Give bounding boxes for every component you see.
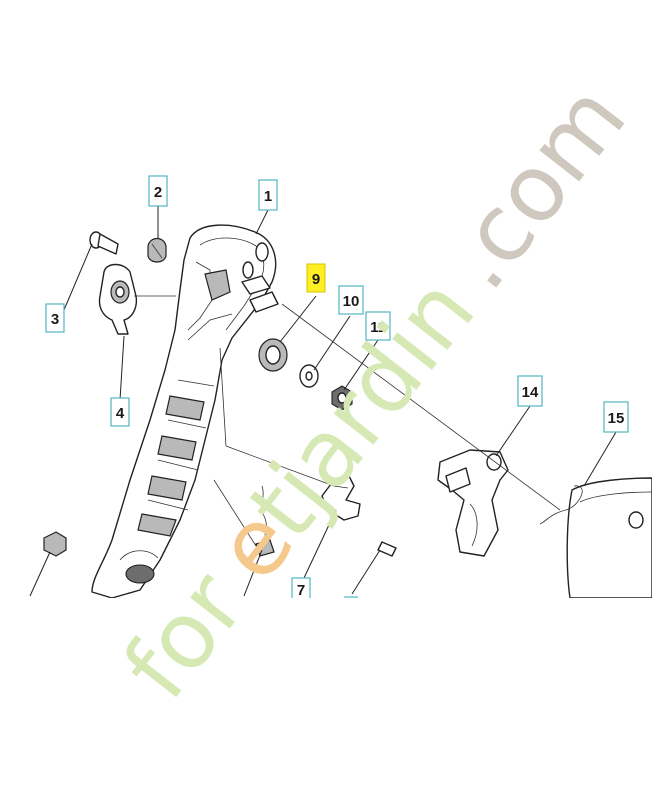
locknut-part-11 <box>331 385 353 411</box>
callout-text-7: 7 <box>297 582 305 599</box>
cover-part-15 <box>539 477 652 599</box>
callout-label-2: 2 <box>148 175 168 207</box>
callout-text-14: 14 <box>522 384 539 401</box>
callout-label-15: 15 <box>603 401 629 433</box>
callout-text-1: 1 <box>264 188 272 205</box>
callout-label-7: 7 <box>291 577 311 601</box>
washer-part-10 <box>299 364 319 388</box>
grommet-part-9 <box>258 338 288 372</box>
callout-label-4: 4 <box>110 397 130 427</box>
callout-label-9: 9 <box>306 263 326 293</box>
callout-text-3: 3 <box>51 311 59 328</box>
callout-label-3: 3 <box>45 303 65 333</box>
crop-mask <box>0 598 652 800</box>
nut-bottom-left <box>43 531 67 557</box>
throttle-part-14 <box>437 449 509 557</box>
callout-label-1: 1 <box>258 179 278 211</box>
handle-part-1 <box>91 224 279 599</box>
bolt-part-3 <box>89 231 119 255</box>
callout-text-10: 10 <box>343 293 360 310</box>
svg-text:.com: .com <box>423 65 646 309</box>
callout-label-10: 10 <box>338 285 364 315</box>
callout-label-11: 11 <box>365 311 391 341</box>
callout-text-2: 2 <box>154 184 162 201</box>
callout-text-11: 11 <box>370 319 386 336</box>
callout-text-9: 9 <box>312 271 320 288</box>
clip-part-2 <box>147 237 167 263</box>
leader-lines <box>29 206 617 597</box>
callout-text-4: 4 <box>116 405 125 422</box>
callout-text-15: 15 <box>608 410 625 427</box>
callout-label-14: 14 <box>517 375 543 407</box>
bracket-part-4 <box>98 263 138 335</box>
